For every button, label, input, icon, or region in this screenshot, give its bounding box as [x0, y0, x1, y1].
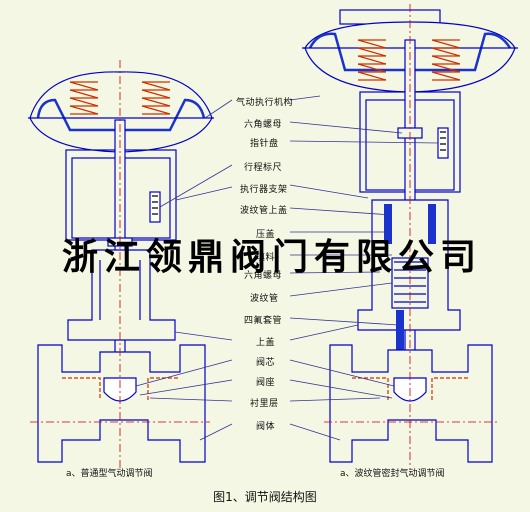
label-lining: 衬里层 — [250, 399, 279, 409]
left-spring-2 — [141, 81, 171, 115]
figure-title: 图1、调节阀结构图 — [213, 490, 317, 504]
label-ptfe-sleeve: 四氟套管 — [244, 316, 283, 326]
label-bellows-cover: 波纹管上盖 — [240, 206, 288, 216]
label-gland: 压盖 — [256, 230, 276, 240]
caption-left: a、普通型气动调节阀 — [66, 469, 153, 479]
label-bellows: 波纹管 — [250, 294, 279, 304]
label-hex-nut-top: 六角螺母 — [244, 120, 283, 130]
label-hex-nut-lower: 六角螺母 — [244, 271, 283, 281]
label-packing: 填料 — [256, 253, 276, 263]
label-plug: 阀芯 — [256, 358, 276, 368]
label-actuator-bracket: 执行器支架 — [240, 185, 288, 195]
label-travel-scale: 行程标尺 — [244, 163, 283, 173]
label-body: 阀体 — [256, 422, 276, 432]
right-body — [329, 344, 493, 463]
company-watermark: 浙江领鼎阀门有限公司 — [62, 236, 483, 278]
right-spring-2 — [431, 39, 461, 81]
label-bonnet: 上盖 — [256, 338, 276, 348]
label-seat: 阀座 — [256, 378, 276, 388]
left-body — [37, 344, 206, 463]
caption-right: a、波纹管密封气动调节阀 — [340, 469, 445, 479]
label-actuator: 气动执行机构 — [236, 98, 294, 108]
leader-lines — [135, 95, 439, 441]
left-valve — [28, 60, 214, 470]
right-valve — [302, 4, 518, 470]
right-spring-1 — [357, 39, 387, 81]
left-bonnet — [67, 249, 176, 341]
label-pointer-dial: 指针盘 — [250, 139, 279, 149]
left-plug — [103, 377, 137, 402]
left-spring-1 — [69, 81, 99, 115]
